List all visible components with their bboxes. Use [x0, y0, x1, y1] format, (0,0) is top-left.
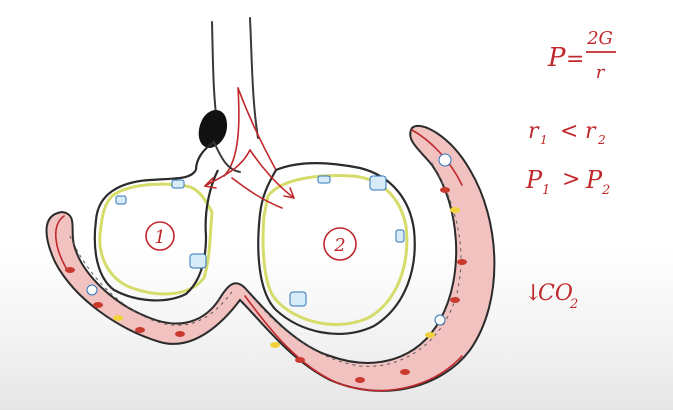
alveolus-label-2: 2	[323, 227, 357, 261]
svg-text:1: 1	[540, 133, 548, 147]
svg-text:1: 1	[154, 227, 165, 248]
svg-text:>: >	[562, 167, 580, 192]
macrophage	[369, 175, 387, 191]
yellow-cell	[113, 315, 123, 321]
formula-denominator: r	[596, 62, 606, 83]
laplace-formula: P = 2G r	[547, 28, 616, 83]
pneumocyte	[115, 195, 127, 205]
red-blood-cell	[93, 302, 103, 308]
svg-text:CO: CO	[538, 281, 573, 306]
svg-text:2: 2	[601, 183, 610, 198]
co2-label: ↓ CO 2	[524, 281, 578, 312]
formula-p: P	[547, 43, 566, 73]
red-blood-cell	[135, 327, 145, 333]
alveolus-label-1: 1	[145, 221, 175, 251]
white-blood-cell	[438, 153, 452, 167]
pneumocyte	[395, 229, 405, 243]
red-blood-cell	[355, 377, 365, 383]
yellow-cell	[270, 342, 280, 348]
capillary	[45, 124, 496, 392]
pressure-comparison: P 1 > P 2	[525, 166, 610, 198]
svg-text:2: 2	[569, 297, 578, 312]
formula-eq: =	[566, 47, 584, 72]
white-blood-cell	[86, 284, 98, 296]
svg-text:<: <	[560, 119, 578, 144]
macrophage	[189, 253, 207, 269]
bronchiole	[198, 17, 277, 177]
white-blood-cell	[434, 314, 446, 326]
svg-text:2: 2	[333, 235, 345, 256]
formula-numerator: 2G	[586, 28, 613, 49]
radius-comparison: r 1 < r 2	[528, 119, 606, 147]
red-blood-cell	[65, 267, 75, 273]
svg-text:P: P	[585, 166, 603, 194]
red-blood-cell	[450, 297, 460, 303]
alveolus-2	[257, 161, 416, 335]
pneumocyte	[171, 179, 185, 189]
alveolus-1	[93, 141, 241, 302]
red-blood-cell	[295, 357, 305, 363]
yellow-cell	[425, 332, 435, 338]
macrophage	[289, 291, 307, 307]
svg-text:↓: ↓	[524, 281, 542, 306]
red-blood-cell	[457, 259, 467, 265]
airflow-arrows	[204, 149, 295, 209]
svg-text:r: r	[585, 119, 597, 144]
svg-text:r: r	[528, 119, 540, 144]
red-blood-cell	[400, 369, 410, 375]
yellow-cell	[450, 207, 460, 213]
red-blood-cell	[440, 187, 450, 193]
svg-text:P: P	[525, 166, 543, 194]
pneumocyte	[317, 175, 331, 184]
svg-text:1: 1	[542, 183, 550, 198]
mucus-plug	[198, 109, 228, 148]
svg-text:2: 2	[597, 133, 606, 147]
red-blood-cell	[175, 331, 185, 337]
